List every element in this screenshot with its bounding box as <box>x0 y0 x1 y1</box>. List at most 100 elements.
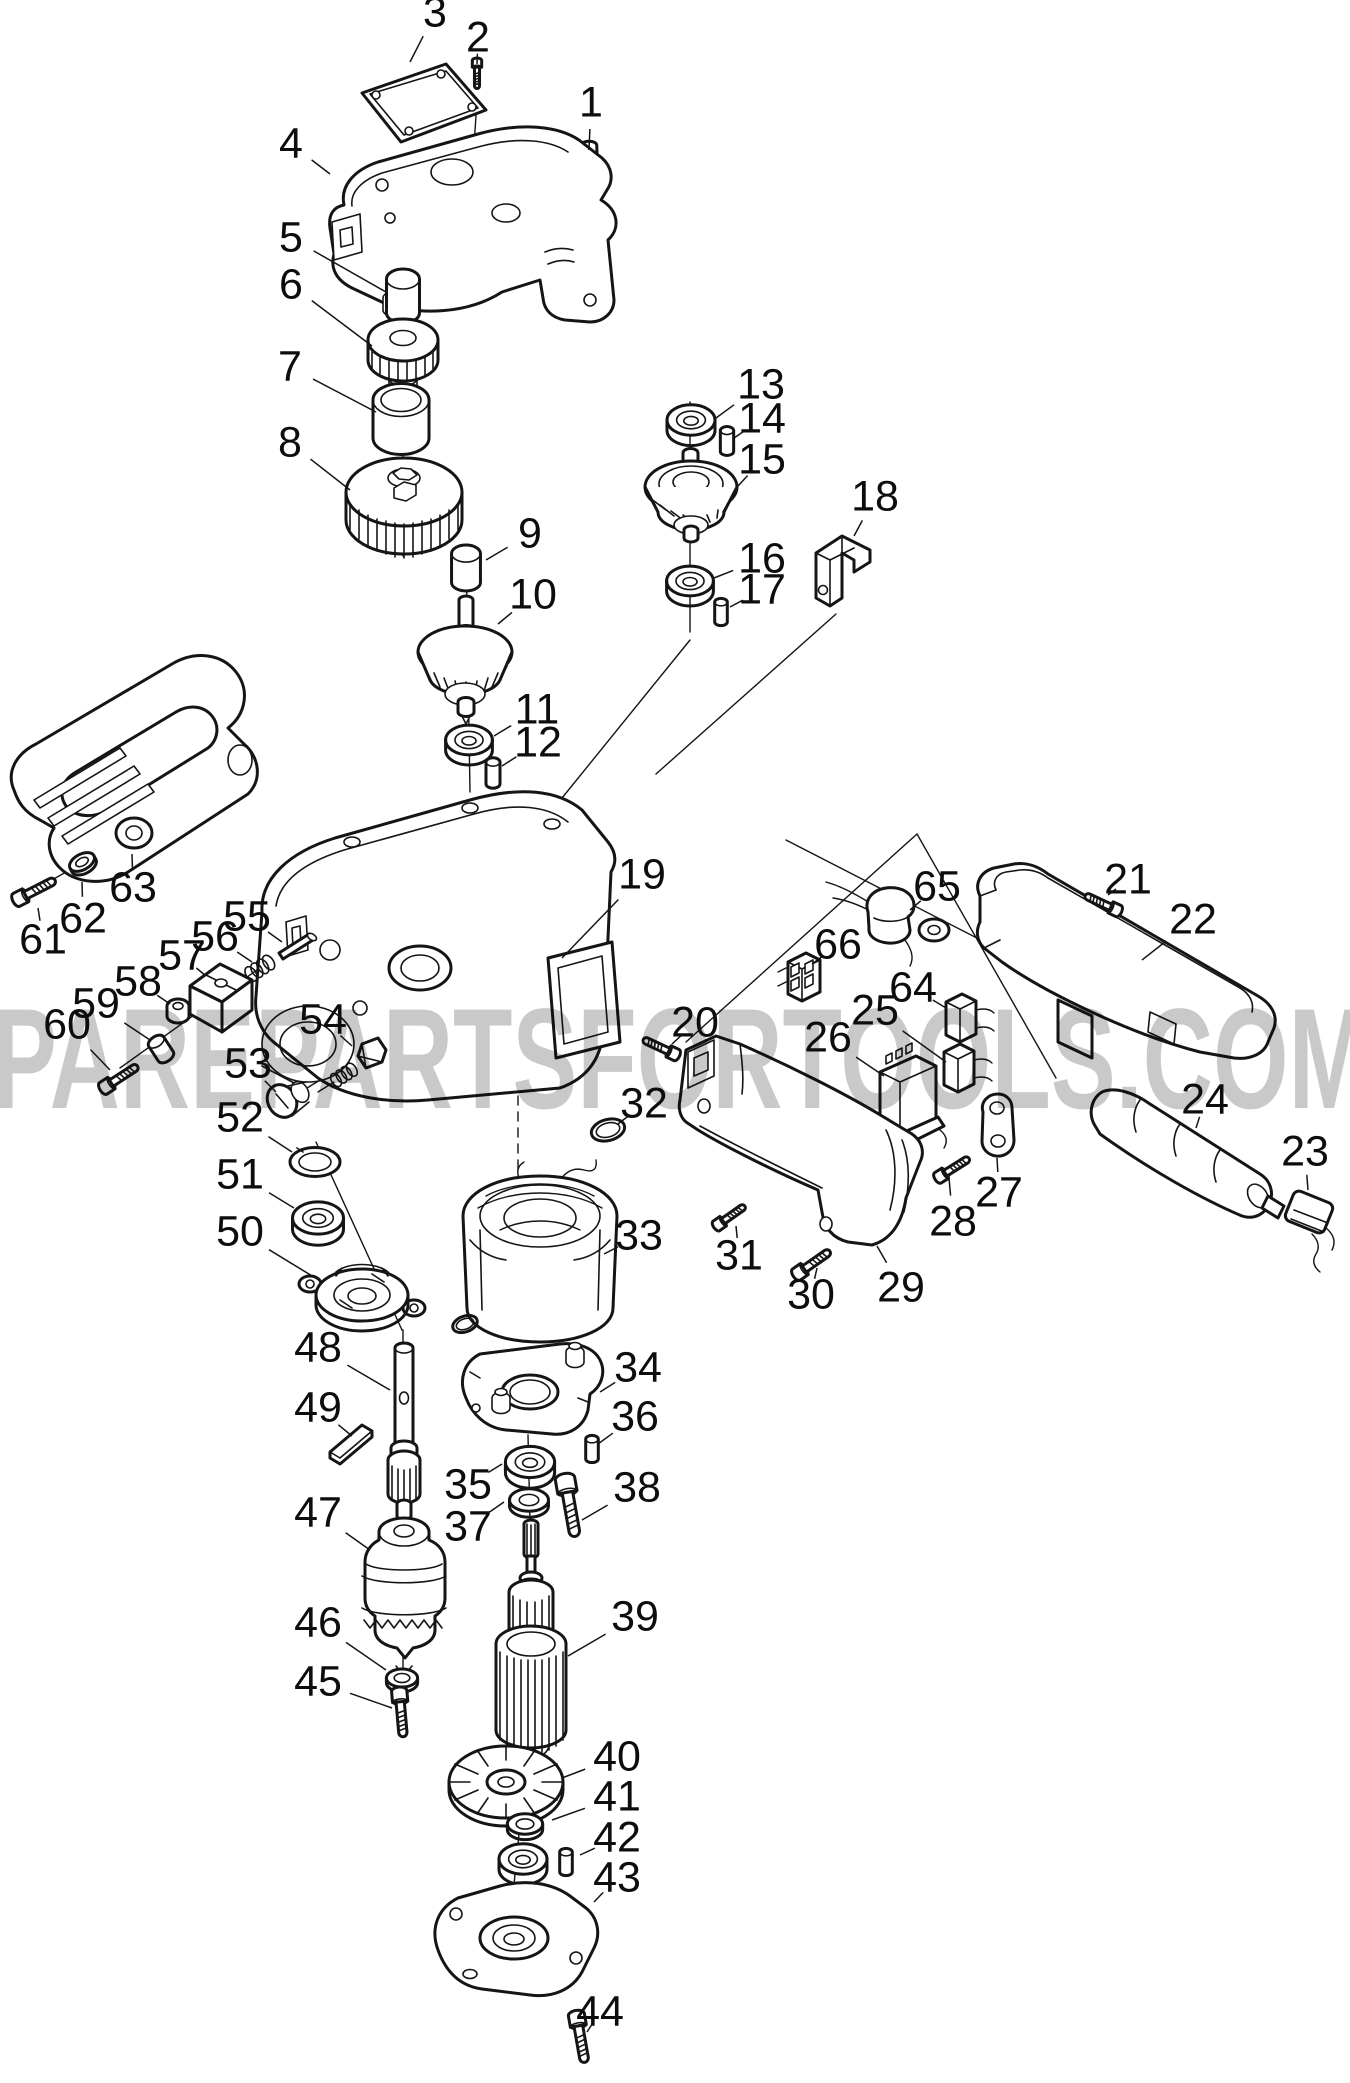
leader-line-33 <box>604 1247 618 1254</box>
part-label-13: 13 <box>737 360 785 409</box>
leader-line-5 <box>314 251 386 292</box>
leader-line-58 <box>157 995 170 1004</box>
leader-line-55 <box>268 932 282 942</box>
leader-line-22 <box>1142 941 1166 960</box>
part-label-4: 4 <box>279 119 303 168</box>
leader-line-51 <box>269 1193 294 1208</box>
part-label-24: 24 <box>1181 1075 1229 1124</box>
part-label-7: 7 <box>278 342 302 391</box>
part-label-23: 23 <box>1281 1127 1329 1176</box>
part-63-side-handle <box>11 656 257 882</box>
leader-line-59 <box>124 1023 150 1040</box>
part-label-47: 47 <box>294 1488 342 1537</box>
leader-line-18 <box>854 520 862 536</box>
part-66-terminal-block <box>778 953 820 1001</box>
part-6-gear <box>368 319 438 394</box>
part-label-63: 63 <box>109 863 157 912</box>
leader-line-21 <box>1108 889 1116 895</box>
leader-line-52 <box>268 1137 292 1152</box>
leader-line-60 <box>90 1050 110 1070</box>
leader-line-37 <box>490 1502 504 1512</box>
part-label-51: 51 <box>216 1150 264 1199</box>
leader-line-20 <box>672 1036 681 1044</box>
part-label-17: 17 <box>738 565 786 614</box>
part-label-59: 59 <box>72 979 120 1028</box>
part-47-chuck <box>362 1518 446 1676</box>
part-label-20: 20 <box>671 998 719 1047</box>
leader-line-16 <box>714 570 733 578</box>
part-label-15: 15 <box>738 435 786 484</box>
leader-line-38 <box>582 1505 608 1520</box>
leader-line-42 <box>580 1848 595 1855</box>
part-58-nut <box>167 999 189 1023</box>
part-label-37: 37 <box>444 1502 492 1551</box>
leader-line-57 <box>196 968 206 976</box>
leader-line-11 <box>494 726 511 736</box>
leader-line-27 <box>997 1158 998 1172</box>
leader-line-19 <box>562 899 618 958</box>
leader-line-31 <box>736 1226 737 1238</box>
leader-line-43 <box>594 1892 603 1902</box>
part-53-cap <box>261 1078 312 1122</box>
leader-line-61 <box>38 908 40 921</box>
leader-line-17 <box>730 600 743 607</box>
part-label-33: 33 <box>615 1211 663 1260</box>
leader-line-6 <box>312 301 372 346</box>
part-label-11: 11 <box>514 685 560 734</box>
part-label-46: 46 <box>294 1598 342 1647</box>
part-label-6: 6 <box>279 260 303 309</box>
part-label-32: 32 <box>620 1079 668 1128</box>
part-22-handle-cover <box>919 863 1275 1058</box>
part-label-21: 21 <box>1104 855 1152 904</box>
leader-line-25 <box>903 1031 946 1062</box>
part-label-12: 12 <box>514 718 562 767</box>
part-label-54: 54 <box>299 995 347 1044</box>
part-34-baffle-plate <box>462 1343 602 1435</box>
part-15-helical-gear <box>645 449 737 543</box>
leader-line-15 <box>738 476 748 486</box>
part-29-handle-half <box>679 1036 922 1245</box>
part-label-14: 14 <box>738 394 786 443</box>
part-8-gear-large <box>346 458 462 558</box>
part-label-2: 2 <box>466 13 490 62</box>
part-label-53: 53 <box>224 1039 272 1088</box>
part-label-55: 55 <box>223 892 271 941</box>
part-49-key <box>330 1425 372 1464</box>
leader-line-41 <box>552 1808 585 1820</box>
part-label-60: 60 <box>43 1000 91 1049</box>
part-label-44: 44 <box>576 1987 624 2036</box>
part-label-45: 45 <box>294 1657 342 1706</box>
part-65-noise-suppressor <box>826 882 914 966</box>
leader-line-53 <box>265 1081 276 1092</box>
leader-line-26 <box>856 1057 884 1076</box>
part-label-42: 42 <box>593 1813 641 1862</box>
part-label-36: 36 <box>611 1392 659 1441</box>
leader-line-45 <box>350 1693 392 1708</box>
part-43-bearing-box <box>435 1883 598 1996</box>
leader-line-13 <box>716 405 734 418</box>
part-label-64: 64 <box>889 963 937 1012</box>
part-label-19: 19 <box>618 850 666 899</box>
part-label-10: 10 <box>509 570 557 619</box>
part-label-25: 25 <box>851 986 899 1035</box>
part-label-41: 41 <box>593 1772 641 1821</box>
leader-line-7 <box>313 379 376 412</box>
part-label-5: 5 <box>279 213 303 262</box>
part-label-26: 26 <box>804 1013 852 1062</box>
part-48-spindle <box>388 1343 420 1520</box>
leader-line-12 <box>502 757 516 766</box>
part-33-field-stator <box>463 1160 617 1342</box>
part-24-grip <box>1091 1090 1284 1218</box>
part-18-bracket <box>816 536 870 606</box>
part-55-pin <box>279 932 318 959</box>
leader-line-48 <box>347 1365 390 1390</box>
part-label-56: 56 <box>191 912 239 961</box>
part-27-strap <box>982 1094 1014 1156</box>
part-label-8: 8 <box>278 418 302 467</box>
part-39-armature <box>496 1520 566 1782</box>
leader-line-40 <box>562 1769 585 1778</box>
leader-line-35 <box>488 1464 502 1472</box>
